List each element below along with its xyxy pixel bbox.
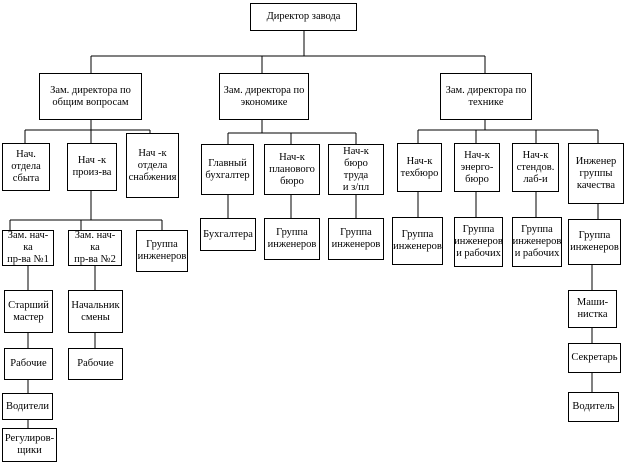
deputy-production-1-box: Зам. нач-ка пр-ва №1 bbox=[2, 230, 54, 266]
drivers-box: Водители bbox=[2, 393, 53, 420]
secretary-box: Секретарь bbox=[568, 343, 621, 373]
production-head-box: Нач -к произ-ва bbox=[67, 143, 117, 191]
chief-accountant-box: Главный бухгалтер bbox=[201, 144, 254, 195]
techbureau-engineers-box: Группа инженеров bbox=[392, 217, 443, 265]
sales-head-box: Нач. отдела сбыта bbox=[2, 143, 50, 191]
planning-engineers-box: Группа инженеров bbox=[264, 218, 320, 260]
deputy-economics-box: Зам. директора по экономике bbox=[219, 73, 309, 120]
planning-head-box: Нач-к планового бюро bbox=[264, 144, 320, 195]
deputy-production-2-box: Зам. нач-ка пр-ва №2 bbox=[68, 230, 122, 266]
accounting-box: Бухгалтера bbox=[200, 218, 256, 251]
techbureau-head-box: Нач-к техбюро bbox=[397, 143, 442, 192]
engineers-group-box: Группа инженеров bbox=[136, 230, 188, 272]
shift-head-box: Начальник смены bbox=[68, 290, 123, 333]
quality-engineer-box: Инженер группы качества bbox=[568, 143, 624, 204]
energy-head-box: Нач-к энерго- бюро bbox=[454, 143, 500, 192]
labor-engineers-box: Группа инженеров bbox=[328, 218, 384, 260]
supply-head-box: Нач -к отдела снабжения bbox=[126, 133, 179, 198]
workers-2-box: Рабочие bbox=[68, 348, 123, 380]
adjusters-box: Регулиров- щики bbox=[2, 428, 57, 462]
quality-engineers-box: Группа инженеров bbox=[568, 219, 621, 265]
driver-box: Водитель bbox=[568, 392, 619, 422]
senior-master-box: Старший мастер bbox=[4, 290, 53, 333]
workers-1-box: Рабочие bbox=[4, 348, 53, 380]
labor-head-box: Нач-к бюро труда и з/пл bbox=[328, 144, 384, 195]
lab-group-box: Группа инженеров и рабочих bbox=[512, 217, 562, 267]
energy-group-box: Группа инженеров и рабочих bbox=[454, 217, 503, 267]
typist-box: Маши- нистка bbox=[568, 290, 617, 328]
director-box: Директор завода bbox=[250, 3, 357, 31]
lab-head-box: Нач-к стендов. лаб-и bbox=[512, 143, 559, 192]
deputy-technical-box: Зам. директора по технике bbox=[440, 73, 532, 120]
deputy-general-box: Зам. директора по общим вопросам bbox=[39, 73, 142, 120]
